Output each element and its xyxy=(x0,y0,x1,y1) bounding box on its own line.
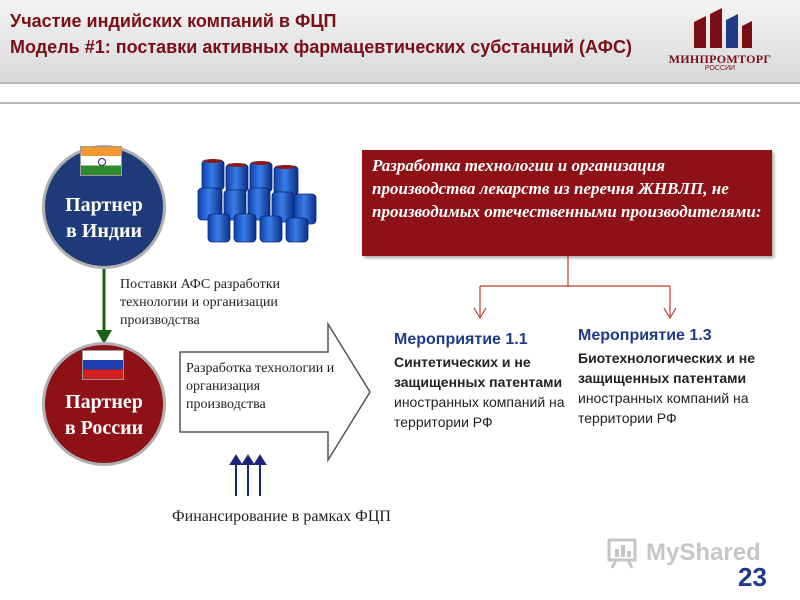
supply-description: Поставки АФС разработки технологии и орг… xyxy=(120,277,281,328)
minpromtorg-logo: МИНПРОМТОРГ РОССИИ xyxy=(656,8,784,74)
india-to-russia-arrow xyxy=(96,262,112,344)
goal-connector xyxy=(473,256,677,320)
partner-india-circle: Партнер в Индии xyxy=(42,145,166,269)
page-number: 23 xyxy=(738,562,767,592)
development-arrow xyxy=(179,322,371,462)
event-title: Мероприятие 1.1 xyxy=(394,331,528,348)
partner-india-label: Партнер в Индии xyxy=(65,194,143,242)
header-bar: Участие индийских компаний в ФЦП Модель … xyxy=(0,0,800,84)
event-description: иностранных компаний на территории РФ xyxy=(578,390,749,426)
event-title: Мероприятие 1.3 xyxy=(578,327,712,344)
logo-emblem-icon xyxy=(694,8,752,48)
event-1-1: Мероприятие 1.1 Синтетических и не защищ… xyxy=(394,328,570,432)
goal-box: Разработка технологии и организация прои… xyxy=(362,150,772,256)
logo-subtitle: РОССИИ xyxy=(704,65,736,72)
india-flag-icon xyxy=(80,146,122,176)
financing-arrows-icon xyxy=(229,454,267,496)
event-category: Биотехнологических и не защищенных патен… xyxy=(578,350,756,386)
slide-title: Участие индийских компаний в ФЦП xyxy=(10,11,337,31)
partner-russia-label: Партнер в России xyxy=(64,391,144,439)
event-category: Синтетических и не защищенных патентами xyxy=(394,354,563,390)
watermark-text: MyShared xyxy=(646,539,761,566)
drums-image xyxy=(197,159,317,243)
myshared-watermark: MyShared xyxy=(606,536,776,570)
logo-name: МИНПРОМТОРГ xyxy=(668,52,772,66)
russia-flag-icon xyxy=(82,350,124,380)
header-divider xyxy=(0,102,800,104)
myshared-logo-icon xyxy=(607,538,637,569)
event-1-3: Мероприятие 1.3 Биотехнологических и не … xyxy=(578,324,788,428)
development-arrow-label: Разработка технологии и организация прои… xyxy=(186,361,335,412)
slide-subtitle: Модель #1: поставки активных фармацевтич… xyxy=(10,37,632,57)
goal-text: Разработка технологии и организация прои… xyxy=(372,156,762,221)
financing-label: Финансирование в рамках ФЦП xyxy=(172,508,391,525)
event-description: иностранных компаний на территории РФ xyxy=(394,394,565,430)
